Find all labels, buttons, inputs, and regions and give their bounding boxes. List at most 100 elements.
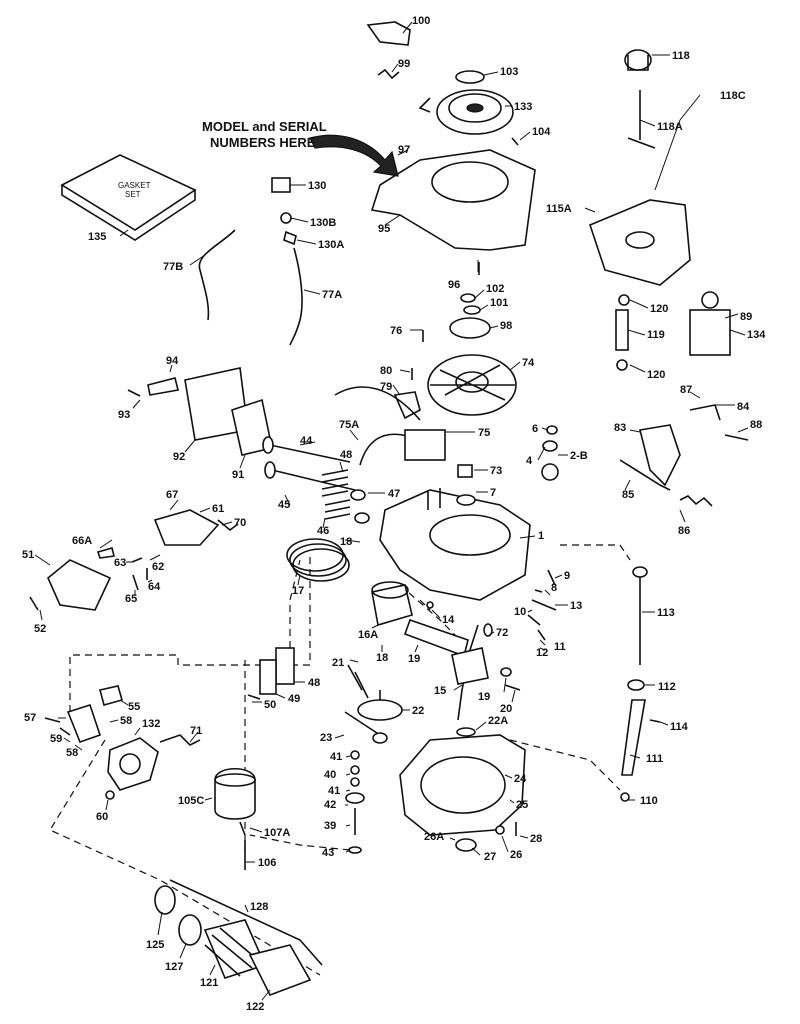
callout-92: 92 <box>173 451 185 463</box>
callout-13: 13 <box>570 600 582 612</box>
callout-135: 135 <box>88 231 106 243</box>
callout-107A: 107A <box>264 827 290 839</box>
callout-19-top: 19 <box>408 653 420 665</box>
callout-104: 104 <box>532 126 551 138</box>
callout-10: 10 <box>514 606 526 618</box>
gasket-set-text-line2: SET <box>125 190 141 199</box>
callout-115A: 115A <box>546 203 572 215</box>
callout-23: 23 <box>320 732 332 744</box>
callout-120-top: 120 <box>650 303 668 315</box>
callout-74: 74 <box>522 357 535 369</box>
callout-96: 96 <box>448 279 460 291</box>
callout-19-bottom: 19 <box>478 691 490 703</box>
model-serial-arrow <box>309 134 399 177</box>
callout-94: 94 <box>166 355 179 367</box>
callout-39: 39 <box>324 820 336 832</box>
callout-130: 130 <box>308 180 326 192</box>
callout-26A: 26A <box>424 831 444 843</box>
callout-64: 64 <box>148 581 161 593</box>
callout-44: 44 <box>300 435 313 447</box>
callout-113: 113 <box>657 607 675 619</box>
callout-63: 63 <box>114 557 126 569</box>
callout-41-bottom: 41 <box>328 785 340 797</box>
callout-89: 89 <box>740 311 752 323</box>
callout-80: 80 <box>380 365 392 377</box>
callout-12: 12 <box>536 647 548 659</box>
callout-71: 71 <box>190 725 202 737</box>
callout-87: 87 <box>680 384 692 396</box>
callout-120-bottom: 120 <box>647 369 665 381</box>
callout-24: 24 <box>514 773 527 785</box>
callout-112: 112 <box>658 681 676 693</box>
callout-83: 83 <box>614 422 626 434</box>
callout-61: 61 <box>212 503 224 515</box>
callout-95: 95 <box>378 223 390 235</box>
part-illustrations <box>29 21 749 997</box>
gasket-set-package-label: GASKET SET <box>118 181 151 199</box>
callout-22A: 22A <box>488 715 508 727</box>
callout-17: 17 <box>292 585 304 597</box>
model-serial-note-line2: NUMBERS HERE <box>210 135 316 150</box>
callout-28: 28 <box>530 833 542 845</box>
callout-26: 26 <box>510 849 522 861</box>
callout-100: 100 <box>412 15 430 27</box>
callout-114: 114 <box>670 721 689 733</box>
callout-40: 40 <box>324 769 336 781</box>
callout-121: 121 <box>200 977 218 989</box>
callout-77B: 77B <box>163 261 183 273</box>
callout-85: 85 <box>622 489 634 501</box>
callout-8: 8 <box>551 582 557 594</box>
callout-16A: 16A <box>358 629 378 641</box>
gasket-set-text-line1: GASKET <box>118 181 151 190</box>
callout-122: 122 <box>246 1001 264 1013</box>
model-serial-note: MODEL and SERIAL NUMBERS HERE <box>202 119 327 150</box>
callout-103: 103 <box>500 66 518 78</box>
callout-88: 88 <box>750 419 762 431</box>
callout-118A: 118A <box>657 121 683 133</box>
callout-125: 125 <box>146 939 164 951</box>
callout-59: 59 <box>50 733 62 745</box>
callout-18-bottom: 18 <box>376 652 388 664</box>
callout-79: 79 <box>380 381 392 393</box>
callout-105C: 105C <box>178 795 204 807</box>
callout-70: 70 <box>234 517 246 529</box>
callout-20: 20 <box>500 703 512 715</box>
callout-67: 67 <box>166 489 178 501</box>
callout-60: 60 <box>96 811 108 823</box>
callout-58-bottom: 58 <box>66 747 78 759</box>
callout-106: 106 <box>258 857 276 869</box>
callout-51: 51 <box>22 549 34 561</box>
callout-77A: 77A <box>322 289 342 301</box>
callout-101: 101 <box>490 297 508 309</box>
callout-111: 111 <box>646 753 663 765</box>
callout-91: 91 <box>232 469 244 481</box>
callout-25: 25 <box>516 799 528 811</box>
callout-75A: 75A <box>339 419 359 431</box>
callout-119: 119 <box>647 329 665 341</box>
callout-73: 73 <box>490 465 502 477</box>
leader-lines <box>34 21 749 1001</box>
callout-9: 9 <box>564 570 570 582</box>
callout-102: 102 <box>486 283 504 295</box>
model-serial-note-line1: MODEL and SERIAL <box>202 119 327 134</box>
callout-48-top: 48 <box>340 449 352 461</box>
callout-43: 43 <box>322 847 334 859</box>
callout-86: 86 <box>678 525 690 537</box>
callout-6: 6 <box>532 423 538 435</box>
callout-58-top: 58 <box>120 715 132 727</box>
callout-41-top: 41 <box>330 751 342 763</box>
callout-21: 21 <box>332 657 344 669</box>
callout-75: 75 <box>478 427 490 439</box>
callout-110: 110 <box>640 795 658 807</box>
callout-48-bottom: 48 <box>308 677 320 689</box>
callout-52: 52 <box>34 623 46 635</box>
callout-133: 133 <box>514 101 532 113</box>
callout-72: 72 <box>496 627 508 639</box>
callout-50: 50 <box>264 699 276 711</box>
callout-134: 134 <box>747 329 766 341</box>
callout-15: 15 <box>434 685 446 697</box>
callout-93: 93 <box>118 409 130 421</box>
callout-66A: 66A <box>72 535 92 547</box>
callout-118C: 118C <box>720 90 746 102</box>
callout-76: 76 <box>390 325 402 337</box>
